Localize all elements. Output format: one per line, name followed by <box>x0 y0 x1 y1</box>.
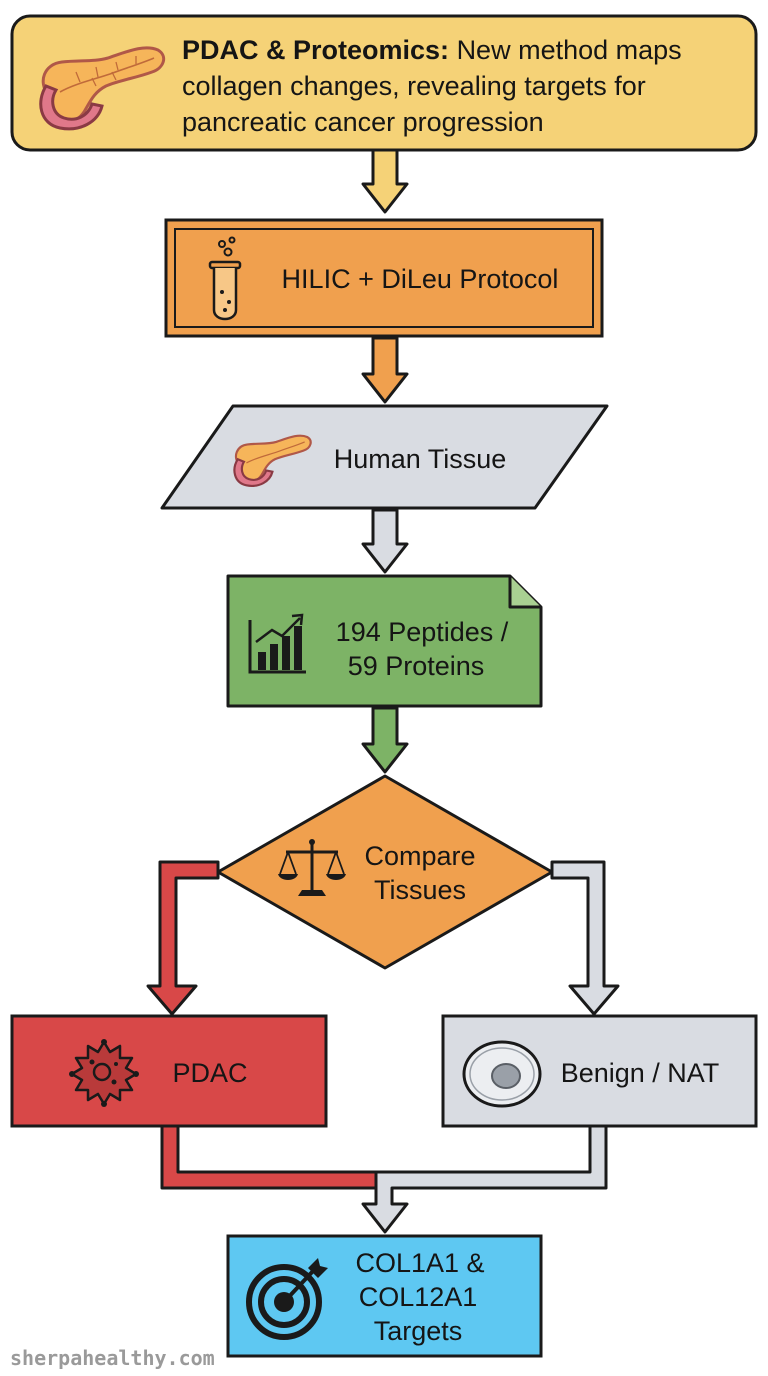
arrow-results-to-compare <box>361 706 409 774</box>
targets-line-1: COL1A1 & <box>355 1248 484 1278</box>
arrow-compare-to-pdac <box>146 860 220 1016</box>
arrow-pdac-to-merge <box>160 1124 384 1190</box>
arrow-protocol-to-tissue <box>361 336 409 404</box>
arrow-compare-to-benign <box>550 860 620 1016</box>
test-tube-icon <box>208 236 242 321</box>
bar-chart-icon <box>248 613 306 674</box>
results-line-1: 194 Peptides / <box>336 617 509 647</box>
pdac-label: PDAC <box>172 1058 247 1088</box>
normal-cell-icon <box>462 1040 542 1108</box>
benign-label: Benign / NAT <box>561 1058 720 1088</box>
protocol-label: HILIC + DiLeu Protocol <box>282 264 559 294</box>
header-title: PDAC & Proteomics: New method maps colla… <box>182 32 742 140</box>
tissue-box <box>160 404 609 510</box>
target-icon <box>246 1258 328 1340</box>
watermark: sherpahealthy.com <box>4 1342 221 1374</box>
results-box <box>226 574 543 708</box>
arrow-header-to-protocol <box>361 148 409 214</box>
results-line-2: 59 Proteins <box>348 651 485 681</box>
cancer-cell-icon <box>69 1039 139 1107</box>
targets-line-2: COL12A1 <box>359 1282 478 1312</box>
pancreas-icon <box>39 46 166 131</box>
compare-line-2: Tissues <box>374 875 466 905</box>
header-lead: PDAC & Proteomics: <box>182 35 450 65</box>
scales-icon <box>278 839 346 896</box>
protocol-box <box>164 218 604 338</box>
arrow-benign-to-targets <box>361 1124 608 1234</box>
header-text: New method maps collagen changes, reveal… <box>182 35 682 137</box>
pdac-box <box>10 1014 328 1128</box>
compare-diamond <box>216 774 554 970</box>
arrow-tissue-to-results <box>361 508 409 574</box>
compare-line-1: Compare <box>364 841 475 871</box>
pancreas-icon-small <box>233 434 312 487</box>
targets-line-3: Targets <box>374 1316 463 1346</box>
tissue-label: Human Tissue <box>334 444 507 474</box>
